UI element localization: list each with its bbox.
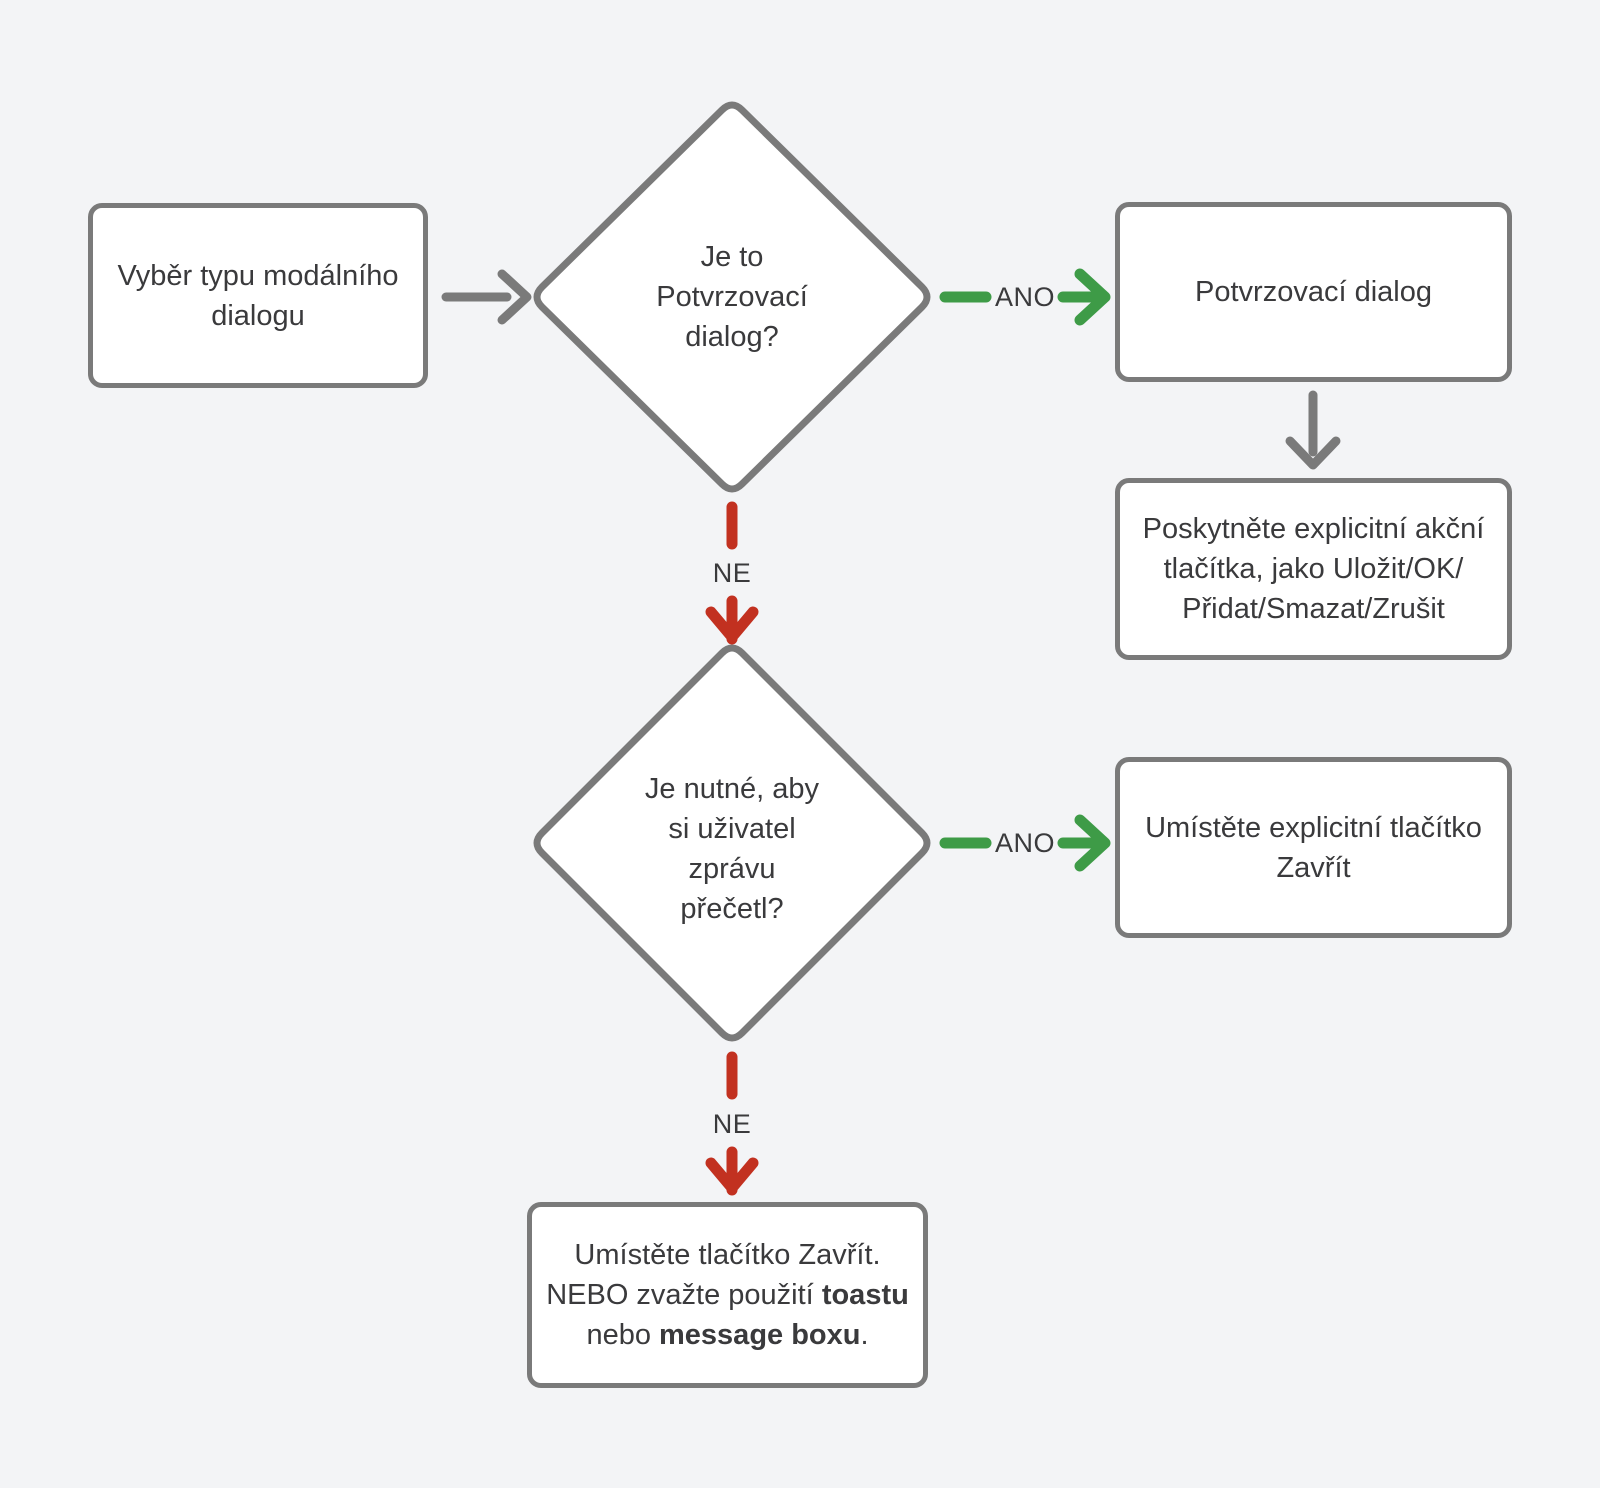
edge-label-ano-1: ANO [994, 281, 1055, 312]
decision-2-diamond [533, 644, 931, 1042]
node-action-buttons: Poskytněte explicitní akční tlačítka, ja… [1115, 478, 1512, 660]
arrow-no-1 [705, 501, 759, 645]
arrow-no-2 [705, 1051, 759, 1196]
edge-label-ano-2: ANO [994, 827, 1055, 858]
edge-label-ne-2: NE [712, 1108, 752, 1139]
node-close-button: Umístěte explicitní tlačítko Zavřít [1115, 757, 1512, 938]
arrow-yes-1 [939, 268, 1111, 326]
decision-1-diamond [533, 101, 931, 493]
decision-2-label: Je nutné, aby si uživatel zprávu přečetl… [644, 773, 820, 925]
decision-1-label: Je to Potvrzovací dialog? [656, 241, 808, 353]
node-start: Vyběr typu modálního dialogu [88, 203, 428, 388]
node-fallback: Umístěte tlačítko Zavřít.NEBO zvažte pou… [527, 1202, 928, 1388]
node-confirm-dialog: Potvrzovací dialog [1115, 202, 1512, 382]
arrow-confirm-to-actions [1285, 390, 1341, 470]
edge-label-ne-1: NE [712, 557, 752, 588]
arrow-yes-2 [939, 814, 1111, 872]
arrow-start-to-decision1 [441, 269, 532, 325]
